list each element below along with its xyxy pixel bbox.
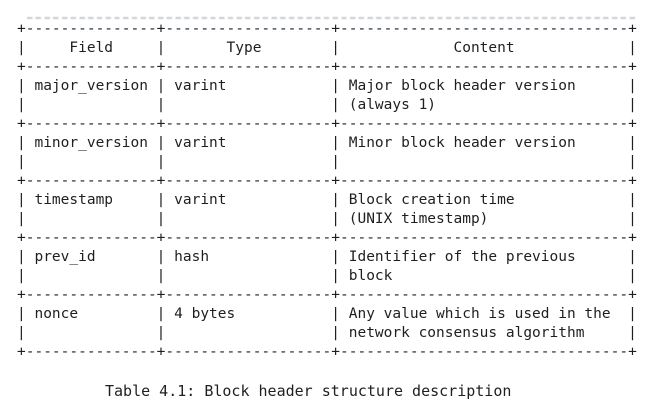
ascii-block-header-table: +---------------+-------------------+---… bbox=[17, 21, 637, 360]
clipped-dashed-rule bbox=[27, 17, 638, 19]
table-caption: Table 4.1: Block header structure descri… bbox=[105, 382, 512, 400]
